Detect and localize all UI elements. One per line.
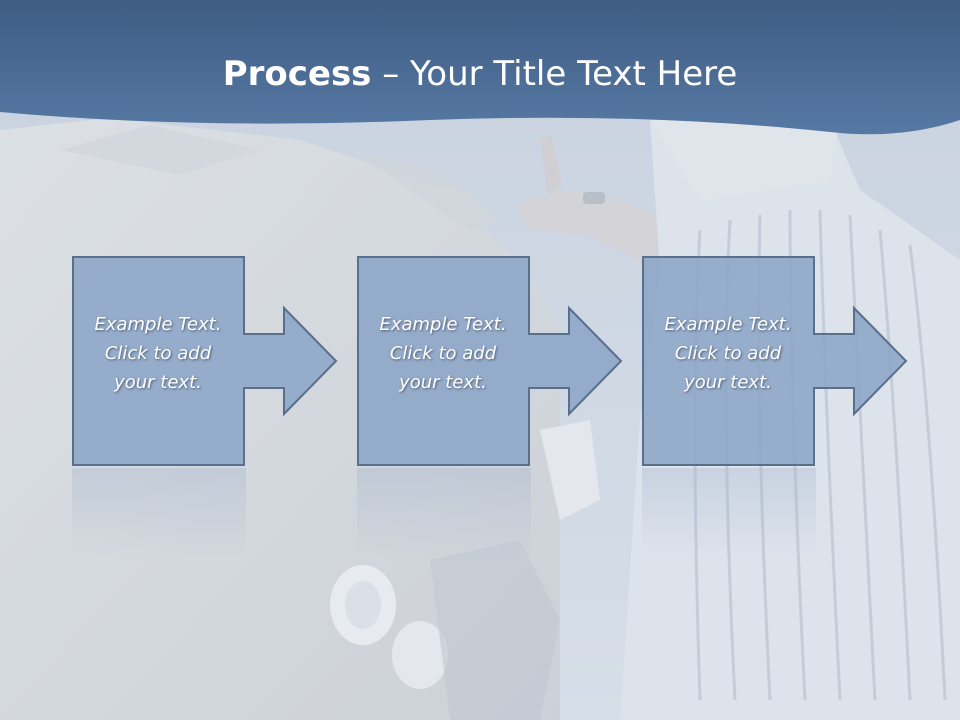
process-step-2[interactable]: Example Text. Click to add your text. xyxy=(357,256,623,466)
step-arrow-shape xyxy=(357,256,623,466)
step-arrow-shape xyxy=(72,256,338,466)
step-reflection xyxy=(642,468,816,558)
step-reflection xyxy=(72,468,246,558)
step-text: Example Text. Click to add your text. xyxy=(94,314,222,393)
title-rest: – Your Title Text Here xyxy=(371,54,738,94)
slide-title[interactable]: Process – Your Title Text Here xyxy=(0,52,960,96)
process-step-1[interactable]: Example Text. Click to add your text. xyxy=(72,256,338,466)
step-text: Example Text. Click to add your text. xyxy=(379,314,507,393)
process-step-3[interactable]: Example Text. Click to add your text. xyxy=(642,256,908,466)
step-text: Example Text. Click to add your text. xyxy=(664,314,792,393)
title-bold: Process xyxy=(222,54,372,94)
step-arrow-shape xyxy=(642,256,908,466)
header-band xyxy=(0,0,960,135)
step-reflection xyxy=(357,468,531,558)
